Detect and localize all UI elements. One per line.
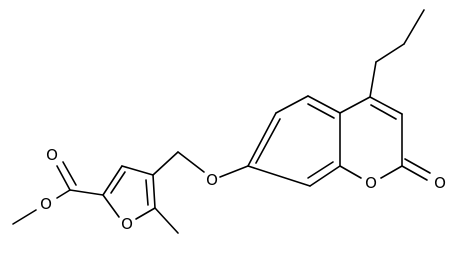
atom-o-carbonyl-ester: O	[46, 146, 58, 164]
bond-pyr-c2-olactone	[380, 165, 403, 179]
bond-furan-c5-methyl	[154, 207, 179, 234]
bond-benz-c8a-c8-inner	[307, 161, 334, 179]
bond-omethoxy-carbonylc	[56, 189, 71, 199]
bond-propyl-2	[375, 43, 405, 63]
bond-furan-c3-c4	[121, 165, 154, 176]
bond-pyr-c4-c3	[369, 96, 403, 115]
bond-furan-c5-o	[135, 207, 156, 220]
bond-oether-c7	[219, 165, 249, 178]
bond-propyl-3	[403, 9, 425, 45]
bond-benz-c8-c7	[247, 165, 311, 187]
bond-benz-c8a-c8	[309, 165, 341, 187]
bond-ch2-oether	[177, 151, 205, 173]
bond-pyr-olactone-c8a	[339, 165, 362, 179]
bond-furan-c4-ch2	[152, 151, 179, 176]
bond-pyr-c4-c3-inner	[370, 104, 397, 120]
atom-o-lactone-carbonyl: O	[434, 174, 446, 192]
atom-o-ether: O	[206, 171, 218, 189]
bond-furan-c2-c3	[102, 165, 123, 196]
bond-pyr-c4a-c4	[339, 96, 371, 114]
bond-benz-c7-c6-inner	[255, 118, 281, 164]
bond-carbonylc-furanc2	[69, 189, 104, 196]
bond-benz-c5-c4a	[307, 95, 341, 114]
bond-propyl-1	[369, 61, 377, 98]
bond-furan-c2-c3-inner	[110, 171, 126, 194]
bond-benz-c7-c6	[247, 112, 277, 167]
bond-furan-c4-c5-inner	[145, 179, 149, 206]
atom-o-lactone: O	[365, 174, 377, 192]
atom-o-methoxy: O	[40, 195, 52, 213]
bond-methyl-omethoxy	[12, 209, 37, 225]
bond-pyr-c2-ocarbonyl-1	[401, 165, 428, 181]
bond-carbonylc-ocarbonyl-2	[62, 161, 77, 186]
bond-benz-c5-c4a-inner	[307, 103, 335, 119]
bond-carbonylc-ocarbonyl-1	[56, 165, 71, 191]
bond-furan-o-c2	[102, 194, 120, 218]
bond-furan-c4-c5	[152, 174, 156, 209]
bond-pyr-c2-ocarbonyl-2	[404, 158, 431, 174]
bond-benz-c6-c5	[275, 95, 309, 114]
atom-o-furan: O	[121, 215, 133, 233]
